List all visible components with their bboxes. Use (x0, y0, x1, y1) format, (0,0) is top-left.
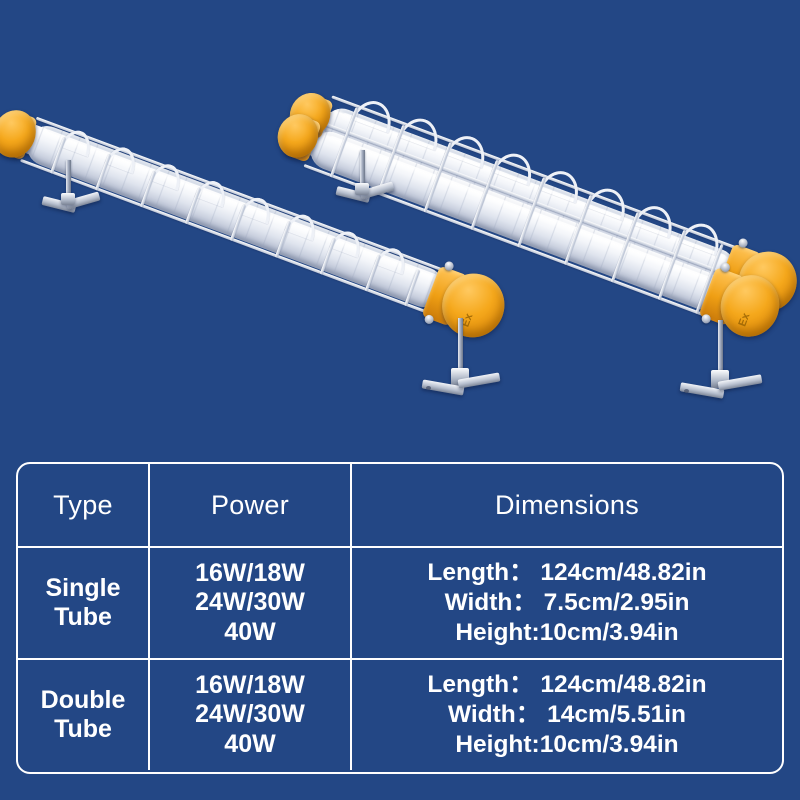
row-single-dimension-height: Height:10cm/3.94in (455, 618, 679, 646)
row-double-power-line-1: 16W/18W (195, 670, 305, 699)
single-tube-front-bracket-stem (458, 318, 463, 374)
table-row: Single Tube 16W/18W 24W/30W 40W Length： … (18, 546, 782, 658)
double-tube-front-bracket-hole (684, 389, 689, 393)
row-single-type-line-1: Single (45, 573, 121, 602)
single-tube-rear-bracket-stem (66, 160, 71, 202)
header-cell-power: Power (150, 464, 352, 546)
row-single-power-line-2: 24W/30W (195, 588, 305, 617)
table-header-row: Type Power Dimensions (18, 464, 782, 546)
row-double-power-line-3: 40W (224, 729, 276, 758)
row-double-type-line-1: Double (40, 685, 126, 714)
single-tube-front-bracket (420, 318, 510, 398)
row-single-power-cell: 16W/18W 24W/30W 40W (150, 548, 352, 658)
row-single-type-line-2: Tube (54, 603, 112, 631)
header-label-dimensions: Dimensions (494, 489, 640, 520)
row-single-power-line-1: 16W/18W (195, 558, 305, 587)
double-tube-rear-bracket-block (355, 183, 369, 195)
header-cell-dimensions: Dimensions (352, 464, 782, 546)
row-double-dimension-length: Length： 124cm/48.82in (427, 671, 707, 699)
header-cell-type: Type (18, 464, 150, 546)
single-tube-front-bracket-hole (426, 386, 431, 390)
header-label-power: Power (210, 489, 290, 520)
double-tube-front-bracket-stem (718, 320, 723, 376)
row-double-type-line-2: Tube (54, 715, 112, 743)
row-double-power-cell: 16W/18W 24W/30W 40W (150, 660, 352, 770)
row-double-dimensions-cell: Length： 124cm/48.82in Width： 14cm/5.51in… (352, 660, 782, 770)
table-row: Double Tube 16W/18W 24W/30W 40W Length： … (18, 658, 782, 770)
double-tube-rear-bracket-stem (360, 150, 365, 192)
row-single-power-line-3: 40W (224, 617, 276, 646)
row-double-type-cell: Double Tube (18, 660, 150, 770)
row-double-dimension-width: Width： 14cm/5.51in (447, 701, 687, 729)
row-single-type-cell: Single Tube (18, 548, 150, 658)
row-double-dimension-height: Height:10cm/3.94in (455, 730, 679, 758)
row-single-dimension-length: Length： 124cm/48.82in (427, 559, 707, 587)
single-tube-rear-bracket-block (61, 193, 75, 205)
product-image-area: Ex (0, 0, 800, 450)
double-tube-front-bracket (678, 320, 774, 402)
row-double-power-line-2: 24W/30W (195, 700, 305, 729)
row-single-dimensions-cell: Length： 124cm/48.82in Width： 7.5cm/2.95i… (352, 548, 782, 658)
single-tube-rear-bracket (41, 160, 116, 213)
specification-table: Type Power Dimensions Single Tube 16W/18… (16, 462, 784, 774)
header-label-type: Type (53, 489, 113, 520)
row-single-dimension-width: Width： 7.5cm/2.95in (444, 589, 690, 617)
double-tube-rear-bracket (335, 150, 408, 203)
